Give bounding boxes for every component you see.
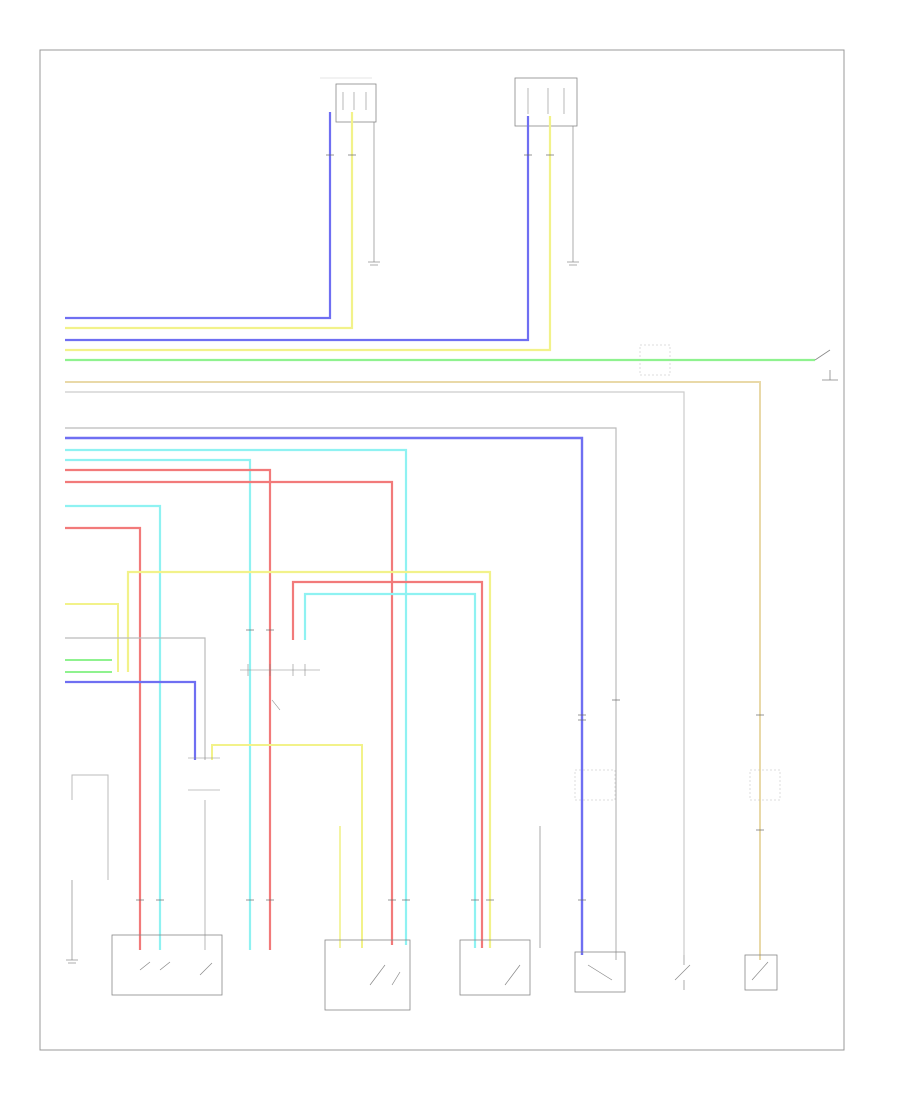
wire-yellow-2 (65, 116, 552, 352)
left-door-switch-block (111, 934, 223, 996)
left-vertical-connector (188, 757, 220, 950)
wire-grey-1 (65, 391, 685, 955)
wire-grey-3 (65, 637, 206, 760)
wire-cyan-4 (303, 592, 477, 948)
right-top-ground (567, 126, 579, 266)
wire-red-2 (65, 480, 394, 945)
wire-grey-2 (65, 427, 617, 960)
junction-marks (136, 154, 764, 901)
wire-blue-3 (65, 436, 584, 955)
left-top-ground (368, 122, 380, 266)
wire-yellow-1 (65, 112, 354, 330)
wire-yellow-3 (126, 570, 492, 948)
wire-cyan-2 (65, 458, 252, 950)
left-top-connector (320, 77, 377, 123)
wire-red-1 (65, 468, 272, 950)
right-door-switch-block (459, 939, 531, 996)
wire-cyan-1 (65, 448, 408, 945)
ground-left-bottom (66, 880, 78, 964)
wire-yellow-4 (65, 603, 119, 672)
wire-blue-2 (65, 116, 530, 342)
right-edge-switch (814, 349, 838, 381)
left-door-lamp-box (574, 769, 616, 801)
green-wire-junction-box (639, 344, 671, 376)
diagram-frame (39, 49, 845, 1051)
wire-red-3 (65, 526, 142, 950)
passenger-door-switch (574, 951, 626, 993)
center-door-switch-block (324, 939, 411, 1011)
center-connector (240, 664, 320, 711)
left-door-key-switch (674, 955, 691, 990)
right-door-lamp-box (749, 769, 781, 801)
right-top-connector (514, 77, 578, 127)
right-door-key-switch (744, 954, 778, 991)
wire-blue-1 (65, 112, 332, 320)
wire-red-4 (291, 580, 484, 948)
wire-grey-5 (71, 774, 109, 880)
wire-cyan-3 (65, 504, 162, 950)
wire-tan (65, 381, 761, 960)
wire-blue-4 (65, 680, 197, 760)
wire-yellow-5 (211, 744, 363, 948)
